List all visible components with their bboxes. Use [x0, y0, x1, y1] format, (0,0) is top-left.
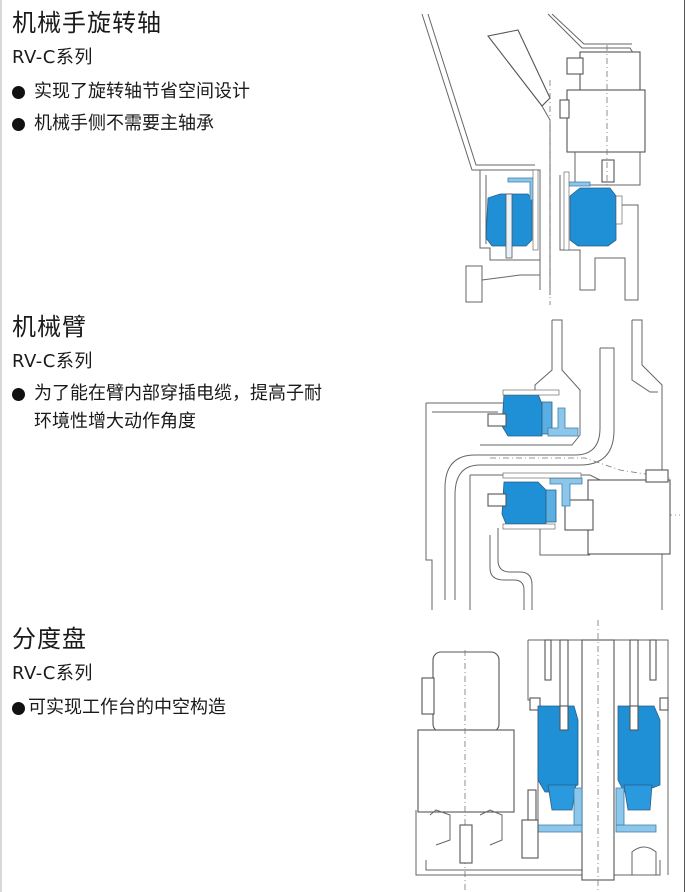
feature-text: 为了能在臂内部穿插电缆，提高子耐 — [34, 383, 322, 404]
section-robot-hand-rotary-axis: 机械手旋转轴 RV-C系列 实现了旋转轴节省空间设计 机械手侧不需要主轴承 — [12, 8, 407, 140]
feature-text: 可实现工作台的中空构造 — [28, 697, 226, 718]
figure-indexing-table — [410, 620, 680, 892]
feature-list: 可实现工作台的中空构造 — [12, 692, 407, 724]
section-title: 机械臂 — [12, 313, 87, 341]
feature-list: 实现了旋转轴节省空间设计 机械手侧不需要主轴承 — [12, 76, 407, 140]
robot-arm-cross-section-icon — [425, 319, 680, 610]
feature-item: 机械手侧不需要主轴承 — [12, 108, 407, 140]
bullet-icon — [12, 388, 25, 401]
bullet-icon — [12, 118, 25, 131]
section-robot-arm: 机械臂 RV-C系列 为了能在臂内部穿插电缆，提高子耐环境性增大动作角度 — [12, 312, 407, 436]
section-title: 分度盘 — [12, 625, 87, 653]
bullet-icon — [12, 702, 25, 715]
feature-item: 实现了旋转轴节省空间设计 — [12, 76, 407, 108]
feature-text: 实现了旋转轴节省空间设计 — [34, 81, 250, 102]
page-left-border — [0, 0, 2, 892]
feature-text: 机械手侧不需要主轴承 — [34, 113, 214, 134]
series-label: RV-C系列 — [12, 47, 93, 68]
indexing-table-cross-section-icon — [415, 620, 669, 892]
figure-robot-arm — [410, 310, 680, 610]
feature-item: 可实现工作台的中空构造 — [12, 692, 407, 724]
series-label: RV-C系列 — [12, 351, 93, 372]
bullet-icon — [12, 86, 25, 99]
section-title: 机械手旋转轴 — [12, 9, 162, 37]
series-label: RV-C系列 — [12, 663, 93, 684]
feature-list: 为了能在臂内部穿插电缆，提高子耐环境性增大动作角度 — [12, 380, 407, 436]
figure-robot-hand-rotary-axis — [410, 0, 680, 310]
robot-hand-rotary-axis-cross-section-icon — [421, 13, 646, 305]
section-indexing-table: 分度盘 RV-C系列 可实现工作台的中空构造 — [12, 624, 407, 724]
feature-item: 为了能在臂内部穿插电缆，提高子耐环境性增大动作角度 — [12, 380, 407, 436]
page-right-border — [684, 0, 685, 892]
feature-text-continued: 环境性增大动作角度 — [34, 411, 196, 432]
